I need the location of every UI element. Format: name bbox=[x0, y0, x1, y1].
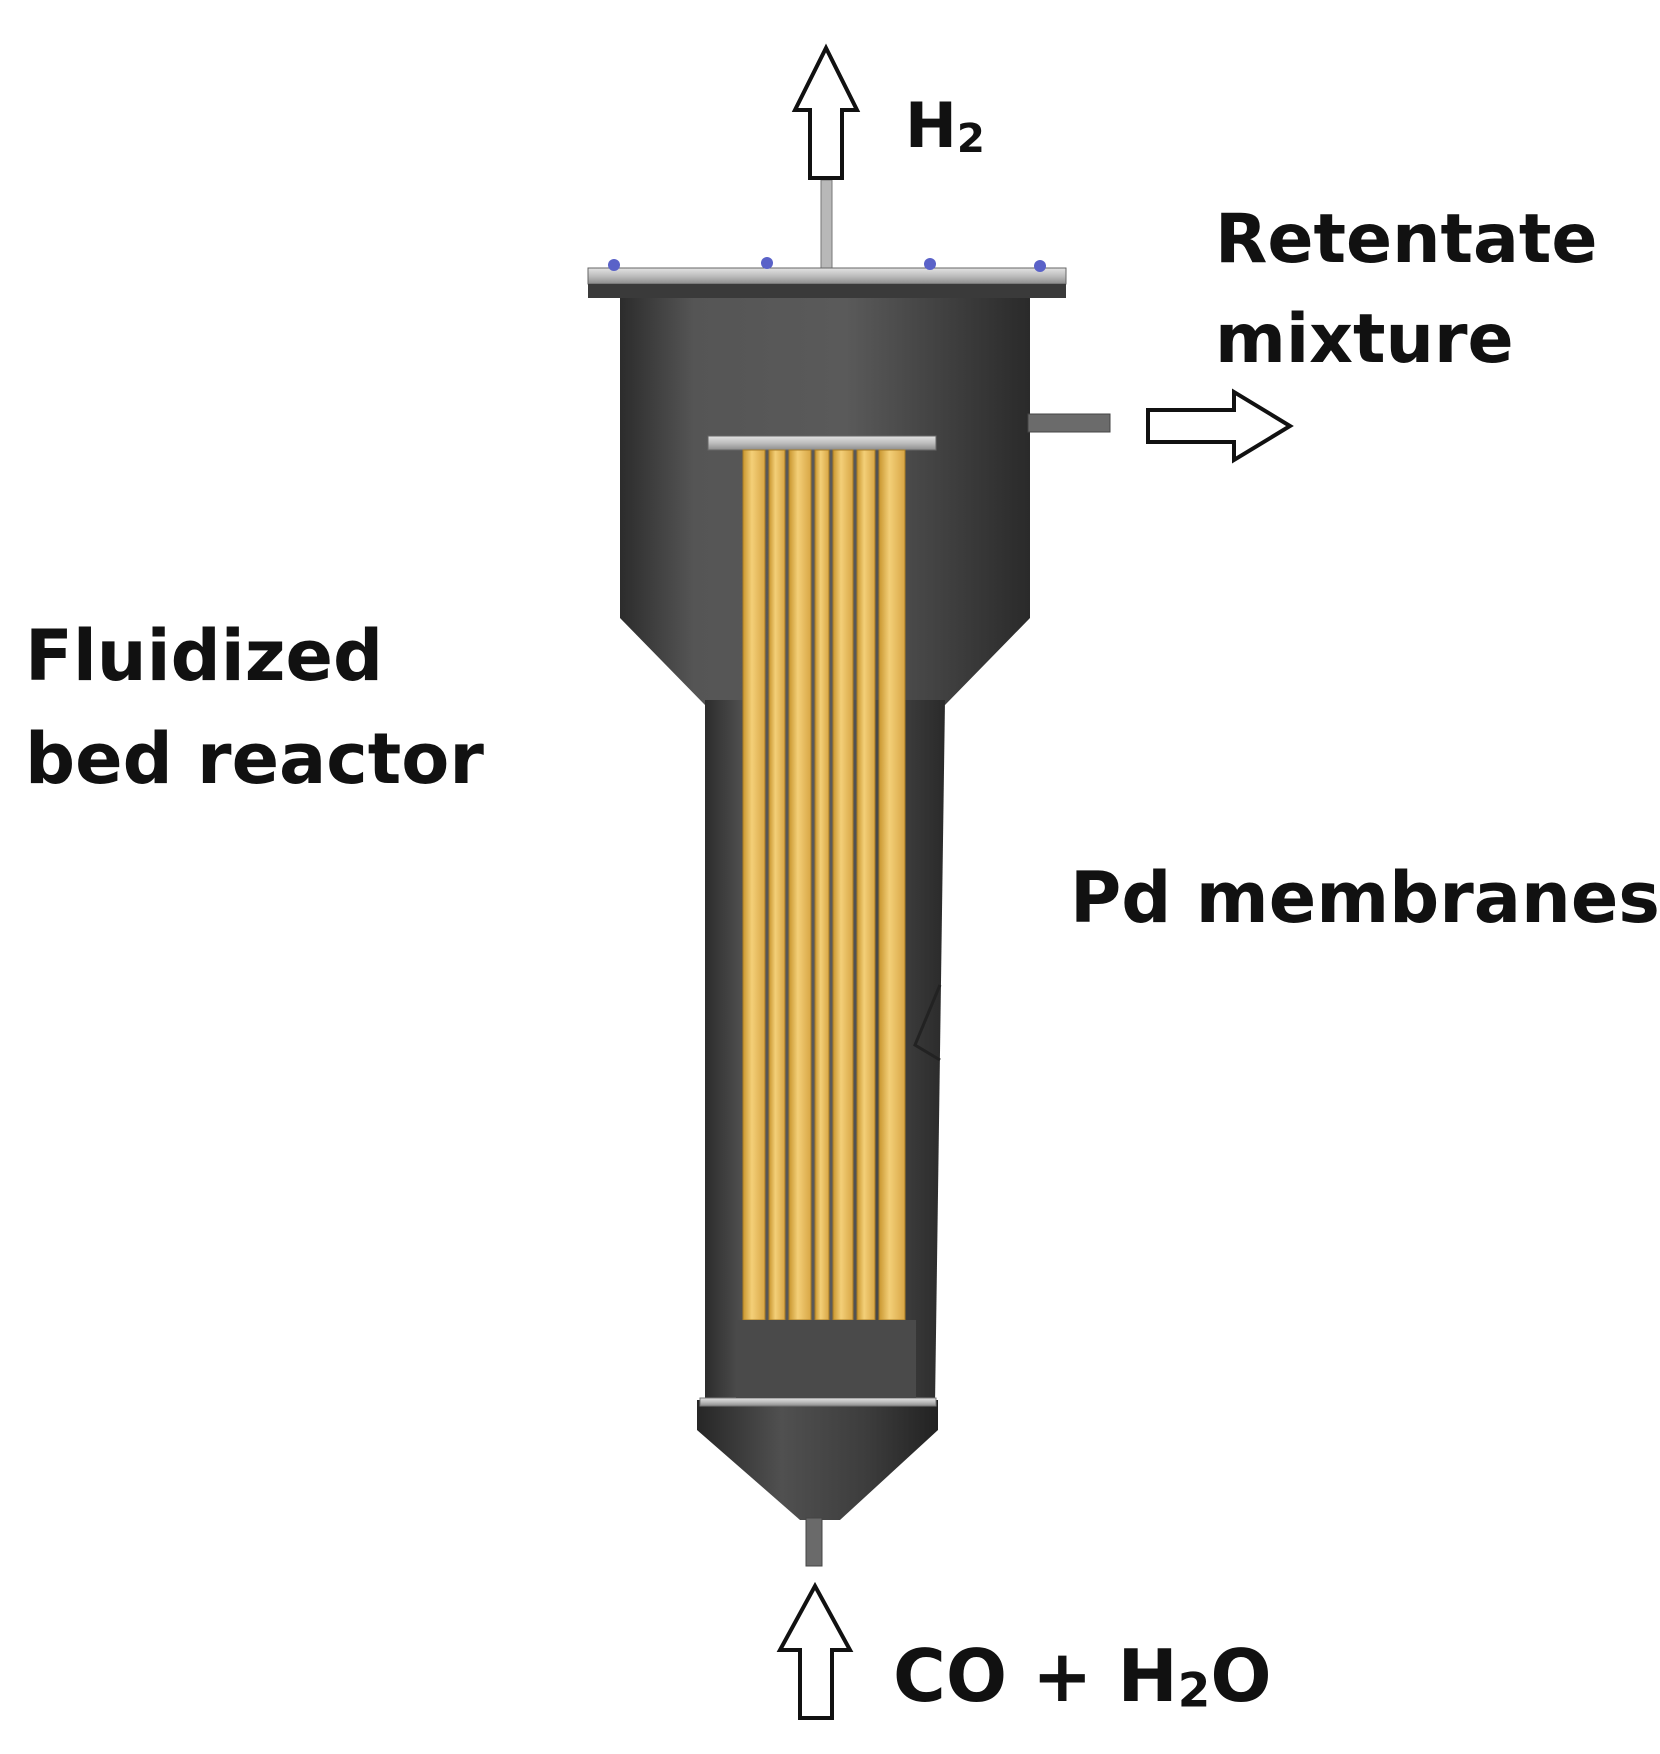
h2-label-main: H bbox=[905, 89, 957, 162]
feed-inlet-pipe bbox=[805, 1517, 823, 1567]
bolt-icon bbox=[1034, 260, 1046, 272]
retentate-label-line2: mixture bbox=[1215, 300, 1514, 379]
membrane-tube bbox=[742, 449, 766, 1321]
feed-label-subscript: 2 bbox=[1177, 1664, 1211, 1719]
membrane-tube bbox=[788, 449, 812, 1321]
h2-label: H2 bbox=[905, 90, 985, 162]
feed-label-prefix: CO + H bbox=[893, 1634, 1178, 1718]
feed-label: CO + H2O bbox=[893, 1635, 1272, 1719]
membrane-tube bbox=[768, 449, 786, 1321]
reactor-label-line2: bed reactor bbox=[25, 718, 484, 800]
feed-label-suffix: O bbox=[1210, 1634, 1272, 1718]
membrane-bottom-zone bbox=[736, 1320, 916, 1398]
membranes-label: Pd membranes bbox=[1070, 857, 1660, 939]
h2-up-arrow-icon bbox=[791, 43, 861, 180]
bolt-icon bbox=[608, 259, 620, 271]
membrane-header-plate bbox=[707, 435, 937, 451]
membrane-pointer bbox=[913, 984, 942, 1062]
bolt-icon bbox=[924, 258, 936, 270]
bolt-icon bbox=[761, 257, 773, 269]
h2-label-subscript: 2 bbox=[956, 114, 985, 162]
reactor-label-line1: Fluidized bbox=[25, 615, 384, 697]
membrane-tube bbox=[878, 449, 906, 1321]
membrane-tube bbox=[856, 449, 876, 1321]
membrane-tube bbox=[814, 449, 830, 1321]
membrane-tube bbox=[832, 449, 854, 1321]
reactor-label: Fluidized bed reactor bbox=[25, 605, 484, 811]
retentate-label-line1: Retentate bbox=[1215, 200, 1598, 279]
feed-up-arrow-icon bbox=[776, 1581, 854, 1720]
vessel-bottom-cone bbox=[697, 1400, 938, 1520]
flange-rim bbox=[588, 284, 1066, 298]
top-flange bbox=[587, 267, 1067, 285]
retentate-right-arrow-icon bbox=[1146, 388, 1294, 464]
retentate-outlet-pipe bbox=[1027, 413, 1111, 433]
distributor-plate bbox=[699, 1397, 937, 1407]
pd-membrane-bundle bbox=[742, 449, 906, 1321]
retentate-label: Retentate mixture bbox=[1215, 190, 1598, 390]
